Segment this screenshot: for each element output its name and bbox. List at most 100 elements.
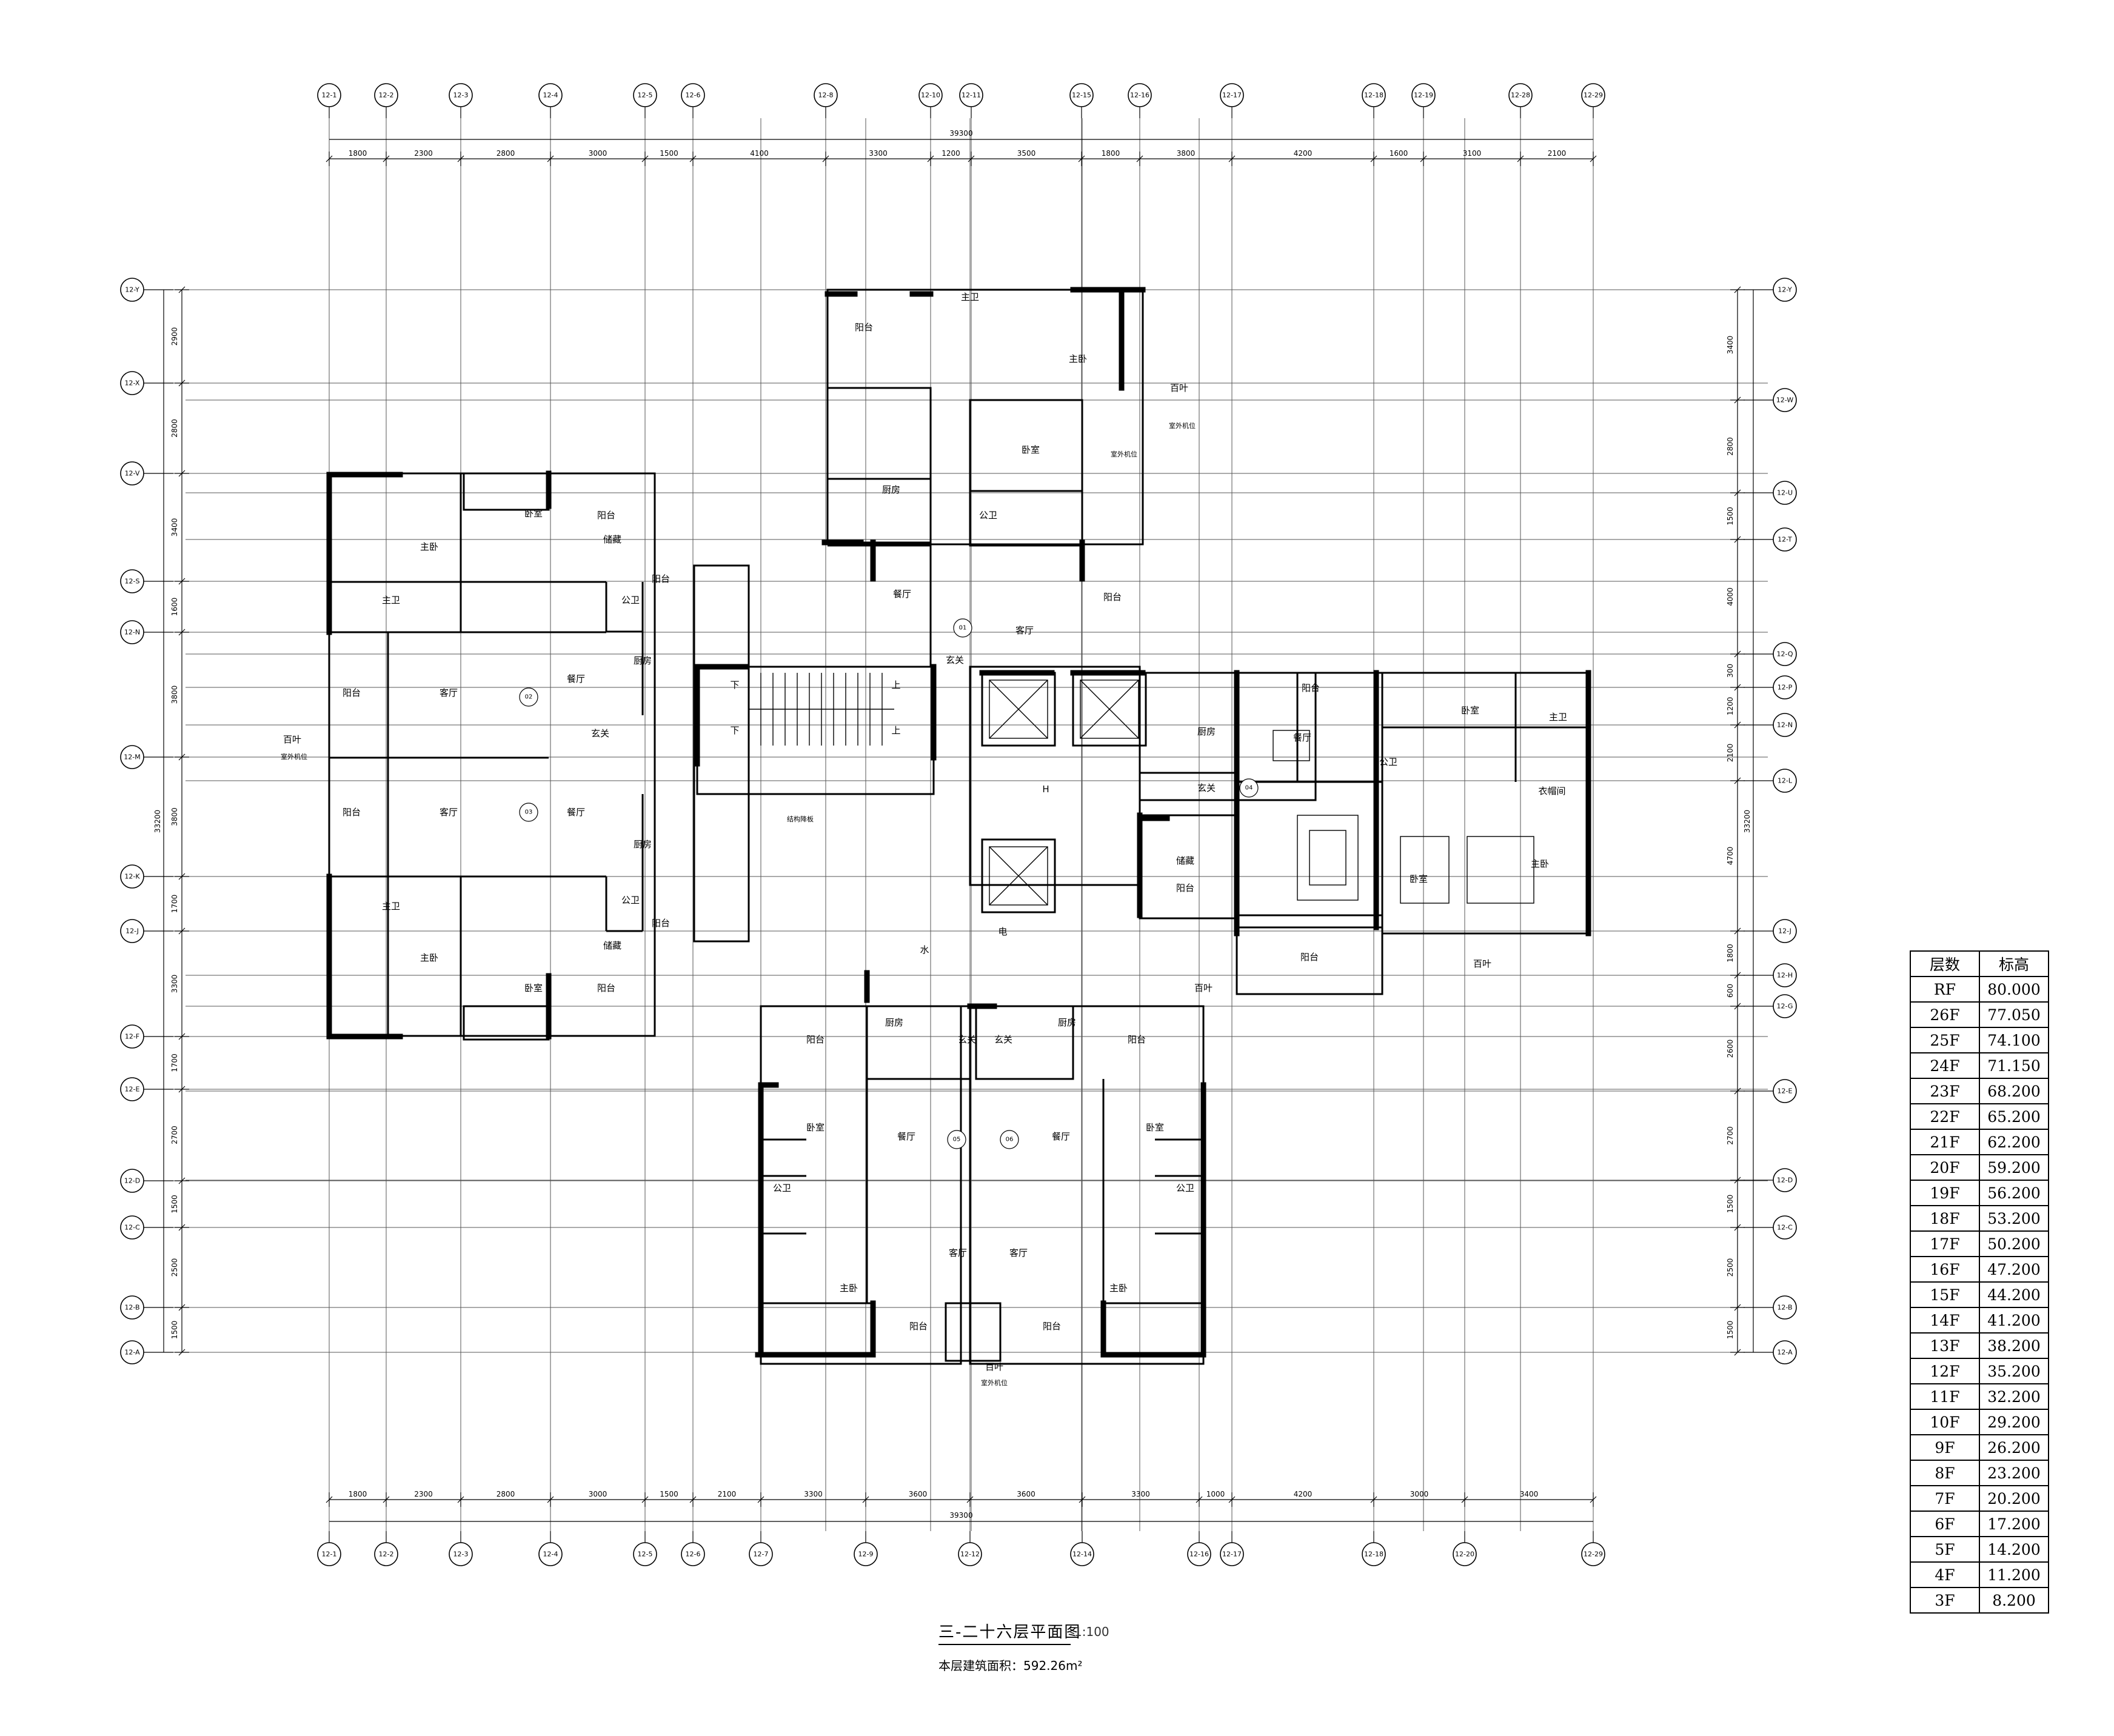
axis-bubble-left: 12-B [120,1295,144,1320]
room-label: 玄关 [958,1034,976,1045]
axis-bubble-label: 12-15 [1072,92,1091,99]
axis-bubble-bottom: 12-17 [1220,1542,1244,1566]
axis-bubble-bottom: 12-1 [317,1542,341,1566]
axis-bubble-circle [1773,994,1797,1018]
elevation-value: 41.200 [1979,1307,2049,1334]
axis-bubble-label: 12-P [1778,684,1793,692]
floor-label: 22F [1910,1103,1980,1130]
axis-bubble-right: 12-L [1773,769,1797,793]
room-label: 阳台 [1043,1321,1061,1332]
axis-bubble-label: 12-8 [818,92,834,99]
unit-tag: 02 [525,694,533,701]
floor-label: 5F [1910,1536,1980,1563]
room-label: 储藏 [603,534,621,545]
axis-bubble-label: 12-19 [1414,92,1433,99]
axis-bubble-circle [633,1542,657,1566]
room-label: 公卫 [1379,756,1397,767]
dim-right-value: 1500 [1726,1195,1734,1214]
axis-bubble-circle [1070,1542,1094,1566]
axis-bubble-label: 12-28 [1511,92,1530,99]
axis-bubble-circle [449,83,473,107]
room-label: 厨房 [634,655,652,666]
wall-outline [969,1005,1205,1365]
axis-bubble-label: 12-C [124,1224,140,1232]
wall-outline [981,838,1056,913]
elevation-value: 8.200 [1979,1587,2049,1614]
unit-tag-circle [519,687,538,707]
axis-bubble-circle [120,1295,144,1320]
axis-bubble-circle [120,1340,144,1364]
room-label: 阳台 [1176,883,1194,893]
axis-bubble-circle [120,1024,144,1049]
elevation-value: 50.200 [1979,1230,2049,1257]
axis-bubble-circle [120,1215,144,1240]
axis-bubble-right: 12-B [1773,1295,1797,1320]
axis-bubble-circle [1773,278,1797,302]
axis-bubble-circle [1508,83,1533,107]
axis-bubble-right: 12-N [1773,713,1797,737]
axis-bubble-circle [374,1542,398,1566]
axis-bubble-circle [681,1542,705,1566]
axis-bubble-label: 12-W [1776,396,1794,404]
dim-right-value: 600 [1726,984,1734,998]
axis-bubble-circle [1581,83,1605,107]
dim-top-value: 2800 [497,149,515,158]
unit-tag: 01 [959,625,967,632]
axis-bubble-circle [120,1169,144,1193]
axis-bubble-circle [1773,1215,1797,1240]
room-label: 卧室 [1022,444,1040,455]
room-label: 公卫 [621,895,640,906]
axis-bubble-label: 12-29 [1584,92,1603,99]
room-label: 厨房 [882,484,900,495]
room-label: 水 [920,944,929,955]
room-label: 上 [891,679,900,690]
sofa [1297,815,1359,901]
axis-bubble-top: 12-4 [538,83,563,107]
dim-left-value: 1700 [170,1053,179,1072]
floor-label: 18F [1910,1205,1980,1232]
room-label: 主卧 [420,952,438,963]
axis-bubble-label: 12-E [125,1086,140,1093]
floor-label: RF [1910,976,1980,1003]
axis-bubble-circle [1128,83,1152,107]
axis-bubble-top: 12-6 [681,83,705,107]
axis-bubble-label: 12-U [1777,489,1793,497]
room-label: 公卫 [621,595,640,606]
axis-bubble-label: 12-29 [1584,1551,1603,1558]
room-label: 阳台 [652,918,670,929]
room-label: 百叶 [1194,983,1213,993]
floor-label: 9F [1910,1434,1980,1461]
dim-left-overall: 33200 [153,810,162,833]
room-label: 客厅 [440,687,458,698]
axis-bubble-label: 12-B [124,1304,139,1312]
axis-bubble-top: 12-15 [1069,83,1094,107]
dim-top-value: 1800 [349,149,367,158]
axis-bubble-circle [120,1077,144,1101]
axis-bubble-circle [1773,1340,1797,1364]
axis-bubble-label: 12-16 [1189,1551,1209,1558]
wall-outline [328,472,656,1037]
axis-bubble-label: 12-B [1777,1304,1792,1312]
axis-bubble-circle [120,620,144,644]
wall-outline [693,564,750,943]
dim-bottom-value: 1800 [349,1490,367,1498]
elevation-value: 38.200 [1979,1332,2049,1359]
axis-bubble-circle [538,1542,563,1566]
axis-bubble-circle [449,1542,473,1566]
axis-bubble-left: 12-J [120,919,144,943]
axis-bubble-circle [317,83,341,107]
dim-top-value: 3100 [1463,149,1482,158]
axis-bubble-label: 12-N [124,629,140,636]
room-label: 卧室 [1461,705,1479,716]
axis-bubble-top: 12-16 [1128,83,1152,107]
wall-outline [945,1302,1002,1362]
